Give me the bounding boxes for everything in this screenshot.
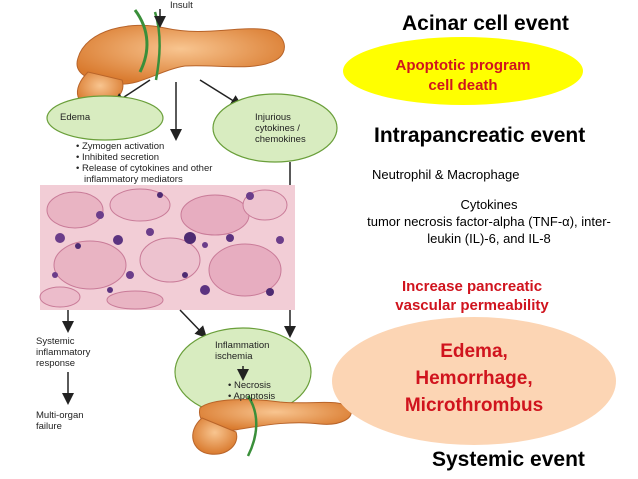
inflammation-label-1: Inflammation [215,340,270,351]
bullet-item: • Release of cytokines and other [76,163,213,174]
permeability-line-1: Increase pancreatic [401,278,543,295]
edema-diagram-label: Edema [60,112,91,123]
systemic-response-1: Systemic [36,336,75,347]
bullet-item-continued: inflammatory mediators [84,174,183,185]
permeability-text: Increase pancreatic vascular permeabilit… [372,277,572,315]
injurious-label-1: Injurious [255,112,291,123]
pancreas-bottom-illustration [192,395,352,457]
systemic-event-heading: Systemic event [432,448,585,471]
edema-outcome-line-3: Microthrombus [404,395,544,416]
multiorgan-2: failure [36,421,62,432]
intrapancreatic-heading: Intrapancreatic event [374,124,586,147]
injurious-label-3: chemokines [255,134,306,145]
edema-ellipse [46,95,164,141]
edema-outcome-line-2: Hemorrhage, [415,368,533,389]
edema-outcome-ellipse [332,317,616,445]
cytokines-block: Cytokines tumor necrosis factor-alpha (T… [340,196,638,247]
apoptosis-label: • Apoptosis [228,391,276,402]
insult-label: Insult [170,0,193,11]
systemic-response-2: inflammatory [36,347,91,358]
injurious-label-2: cytokines / [255,123,300,134]
histology-to-inflammation-line [179,309,208,339]
acinar-cell-heading: Acinar cell event [402,12,569,35]
apoptotic-line-2: cell death [428,77,498,94]
pancreas-top-illustration [76,9,285,107]
histology-image [39,185,295,310]
necrosis-label: • Necrosis [228,380,271,391]
apoptotic-line-1: Apoptotic program [395,57,531,74]
bullet-list: • Zymogen activation • Inhibited secreti… [76,141,212,185]
apoptotic-ellipse [343,37,583,105]
cytokines-line-2: leukin (IL)-6, and IL-8 [427,231,551,246]
cytokines-title: Cytokines [460,197,518,212]
neutrophil-text: Neutrophil & Macrophage [372,167,520,182]
systemic-response-3: response [36,358,76,369]
multiorgan-1: Multi-organ [36,410,84,421]
edema-outcome-text: Edema, Hemorrhage, Microthrombus [360,338,588,419]
injurious-cytokines-ellipse [212,93,338,163]
inflammation-label-2: ischemia [215,351,253,362]
apoptotic-text: Apoptotic program cell death [383,56,543,96]
bullet-item: • Zymogen activation [76,141,165,152]
permeability-line-2: vascular permeability [395,297,549,314]
cytokines-line-1: tumor necrosis factor-alpha (TNF-α), int… [367,214,611,229]
edema-outcome-line-1: Edema, [440,341,508,362]
bullet-item: • Inhibited secretion [76,152,160,163]
